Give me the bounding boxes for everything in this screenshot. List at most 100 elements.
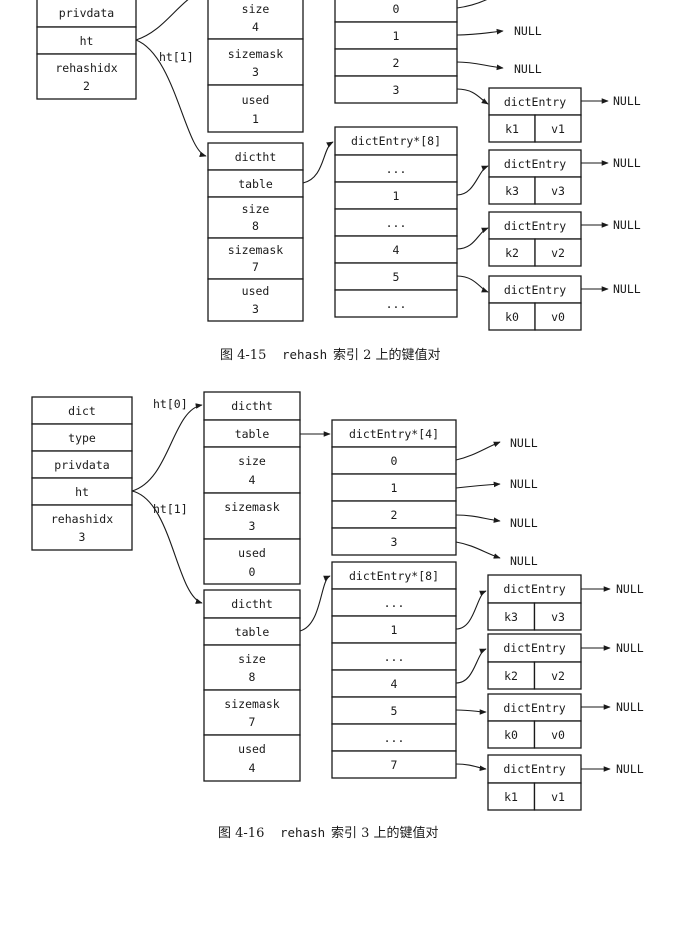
- null-label: NULL: [510, 436, 538, 450]
- ht1-size-value: 8: [249, 670, 256, 684]
- ht1-table-pointer: [302, 141, 334, 184]
- ht0-pointer: [131, 403, 203, 492]
- null-label: NULL: [613, 156, 641, 170]
- ht1-index: 1: [393, 189, 400, 203]
- entry-value: v0: [551, 728, 565, 742]
- entry-value: v2: [551, 246, 565, 260]
- ht0-index-2-pointer: [456, 61, 504, 71]
- ht0-index-0: 0: [393, 2, 400, 16]
- dict-field-ht: ht: [80, 34, 94, 48]
- entry-key: k1: [505, 122, 519, 136]
- ht0-table-array: dictEntry*[4] 0 1 2 3: [331, 419, 457, 556]
- ht0-index-3-pointer: [456, 88, 489, 105]
- null-label: NULL: [514, 62, 542, 76]
- ht1-index: ...: [386, 297, 407, 311]
- dict-field-rehashidx: rehashidx: [55, 61, 117, 75]
- ht1-sizemask-value: 7: [252, 260, 259, 274]
- ht0-index-0-pointer: [455, 441, 501, 461]
- ht1-size-label: size: [242, 202, 270, 216]
- ht1-used-value: 3: [252, 302, 259, 316]
- ht0-index-1: 1: [393, 29, 400, 43]
- ht1-pointer-label: ht[1]: [159, 50, 194, 64]
- dict-entry: dictEntry k3 v3 NULL: [487, 574, 644, 631]
- ht0-dictht: size 4 sizemask 3 used 1: [207, 0, 304, 133]
- dict-entry: dictEntry k0 v0 NULL: [487, 693, 644, 749]
- dict-field-ht: ht: [75, 485, 89, 499]
- ht1-used-value: 4: [249, 761, 256, 775]
- ht0-size-value: 4: [252, 20, 259, 34]
- ht1-index-4-pointer: [455, 648, 487, 684]
- dict-entry-title: dictEntry: [503, 641, 565, 655]
- ht0-sizemask-value: 3: [252, 65, 259, 79]
- ht1-index: ...: [386, 162, 407, 176]
- dict-field-privdata: privdata: [54, 458, 109, 472]
- rehashidx-value: 3: [79, 530, 86, 544]
- caption-number: 图 4-15: [220, 348, 266, 363]
- ht1-title: dictht: [231, 597, 273, 611]
- null-label: NULL: [514, 24, 542, 38]
- caption-code: rehash: [282, 347, 327, 362]
- ht0-table-array: 0 1 2 3: [334, 0, 458, 104]
- null-label: NULL: [510, 477, 538, 491]
- ht0-index: 1: [391, 481, 398, 495]
- caption-text: 索引 2 上的键值对: [333, 347, 441, 363]
- dict-entry-title: dictEntry: [503, 582, 565, 596]
- dict-title: dict: [68, 404, 96, 418]
- ht1-table-header: dictEntry*[8]: [351, 134, 441, 148]
- ht0-table-field: table: [235, 427, 270, 441]
- dict-entry-title: dictEntry: [504, 283, 566, 297]
- ht1-index-1-pointer: [455, 590, 487, 630]
- ht0-dictht: dictht table size 4 sizemask 3 used 0: [203, 391, 301, 585]
- figure-4-15: privdata ht rehashidx 2 ht[1] size 4 siz…: [36, 0, 641, 363]
- null-label: NULL: [616, 700, 644, 714]
- dict-entry: dictEntry k3 v3 NULL: [488, 149, 641, 205]
- ht1-index: ...: [384, 650, 405, 664]
- figure-4-16: dict type privdata ht rehashidx 3 ht[0] …: [31, 391, 644, 841]
- ht1-index: 1: [391, 623, 398, 637]
- caption-text: 索引 3 上的键值对: [331, 825, 439, 841]
- dict-field-type: type: [68, 431, 96, 445]
- ht1-dictht: dictht table size 8 sizemask 7 used 3: [207, 142, 304, 322]
- dict-entry: dictEntry k0 v0 NULL: [488, 275, 641, 331]
- null-label: NULL: [613, 218, 641, 232]
- entry-key: k3: [504, 610, 518, 624]
- dict-entry: dictEntry k1 v1 NULL: [487, 754, 644, 811]
- entry-value: v1: [551, 122, 565, 136]
- ht0-used-value: 0: [249, 565, 256, 579]
- ht0-used-label: used: [238, 546, 266, 560]
- entry-key: k3: [505, 184, 519, 198]
- dict-entry-title: dictEntry: [503, 762, 565, 776]
- ht1-pointer: [135, 39, 207, 157]
- entry-value: v1: [551, 790, 565, 804]
- entry-key: k1: [504, 790, 518, 804]
- ht0-index-0-pointer: [456, 0, 488, 9]
- dict-entry: dictEntry k2 v2 NULL: [488, 211, 641, 267]
- dict-entry-title: dictEntry: [504, 157, 566, 171]
- ht1-index-7-pointer: [455, 763, 487, 771]
- ht1-index: ...: [386, 216, 407, 230]
- ht0-index-3-pointer: [455, 541, 501, 559]
- ht1-index: ...: [384, 596, 405, 610]
- null-label: NULL: [616, 762, 644, 776]
- figure-caption: 图 4-15 rehash 索引 2 上的键值对: [220, 347, 441, 363]
- ht1-size-label: size: [238, 652, 266, 666]
- ht1-pointer-label: ht[1]: [153, 502, 188, 516]
- ht0-index: 0: [391, 454, 398, 468]
- ht1-used-label: used: [238, 742, 266, 756]
- ht0-index-1-pointer: [455, 481, 501, 489]
- ht0-index: 3: [391, 535, 398, 549]
- ht0-index-1-pointer: [456, 28, 504, 36]
- null-label: NULL: [510, 516, 538, 530]
- ht0-title: dictht: [231, 399, 273, 413]
- ht1-table-array: dictEntry*[8] ... 1 ... 4 5 ...: [334, 126, 458, 318]
- ht1-sizemask-label: sizemask: [224, 697, 279, 711]
- ht0-index: 2: [391, 508, 398, 522]
- ht1-index-4-pointer: [456, 227, 489, 250]
- ht1-index: 4: [391, 677, 398, 691]
- entry-value: v2: [551, 669, 565, 683]
- ht1-index-5-pointer: [455, 709, 487, 715]
- ht1-size-value: 8: [252, 219, 259, 233]
- entry-key: k0: [504, 728, 518, 742]
- ht0-sizemask-label: sizemask: [228, 47, 283, 61]
